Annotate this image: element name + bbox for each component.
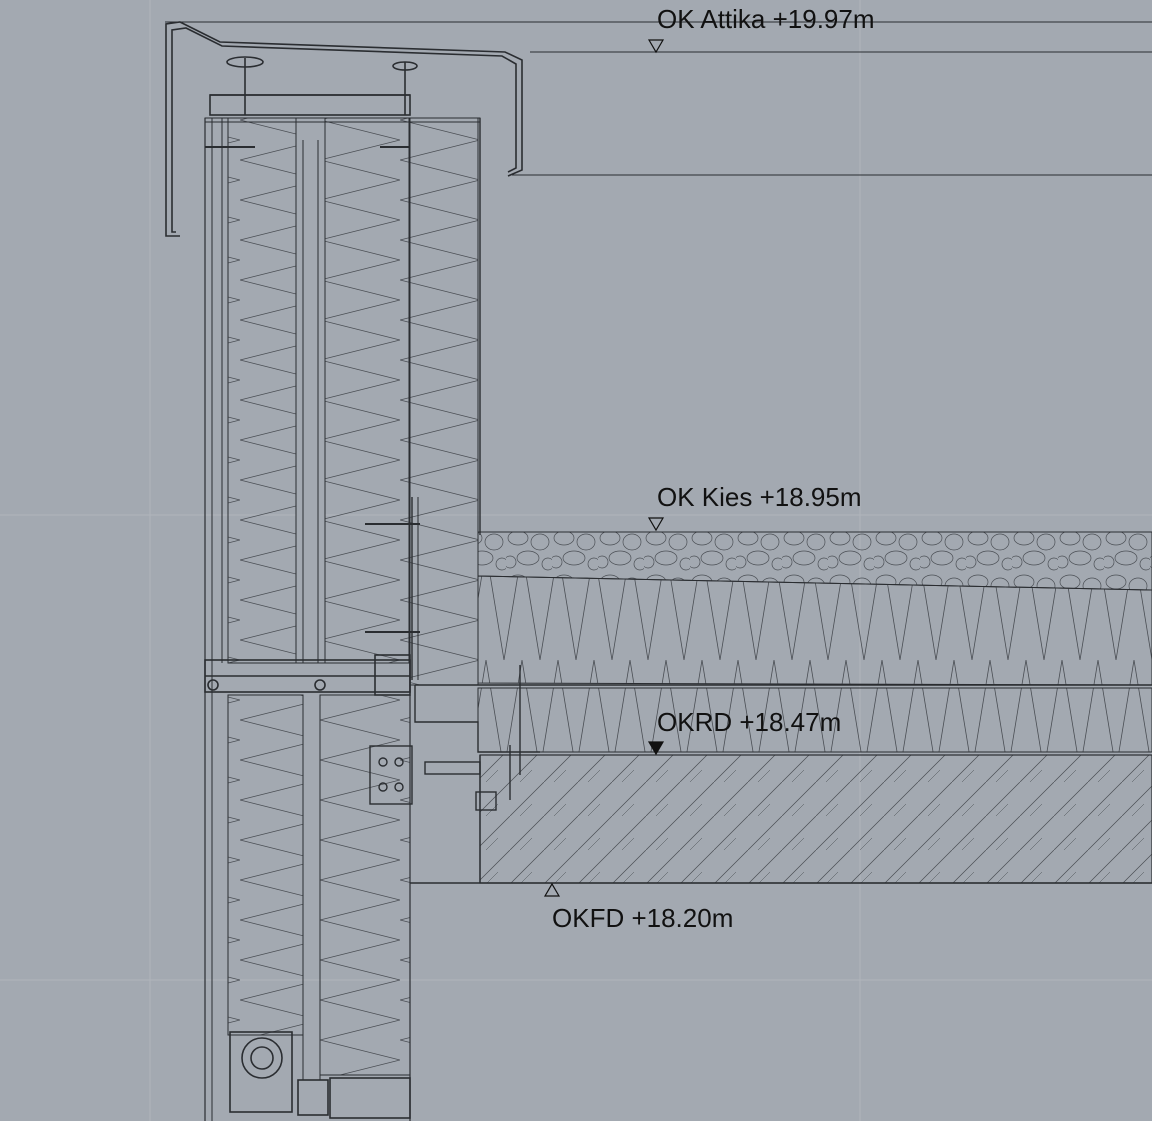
level-label-okfd: OKFD +18.20m [552, 903, 733, 933]
roof-insulation [415, 575, 1152, 753]
window-head-detail [204, 654, 411, 696]
level-label-kies: OK Kies +18.95m [657, 482, 862, 512]
parapet-coping [165, 21, 523, 237]
level-label-attika: OK Attika +19.97m [657, 4, 875, 34]
level-okrd: OKRD +18.47m [647, 707, 841, 756]
fasteners [205, 146, 420, 680]
roof-gravel [477, 531, 1152, 591]
reference-lines [165, 21, 1152, 176]
level-okfd: OKFD +18.20m [543, 882, 733, 933]
level-kies: OK Kies +18.95m [647, 482, 862, 532]
level-label-okrd: OKRD +18.47m [657, 707, 841, 737]
shutter-box [229, 1031, 411, 1119]
level-attika: OK Attika +19.97m [647, 4, 875, 54]
wall-upper [204, 117, 481, 1121]
steel-bracket [369, 665, 540, 811]
concrete-slab [410, 754, 1152, 884]
wall-lower [227, 694, 411, 1121]
